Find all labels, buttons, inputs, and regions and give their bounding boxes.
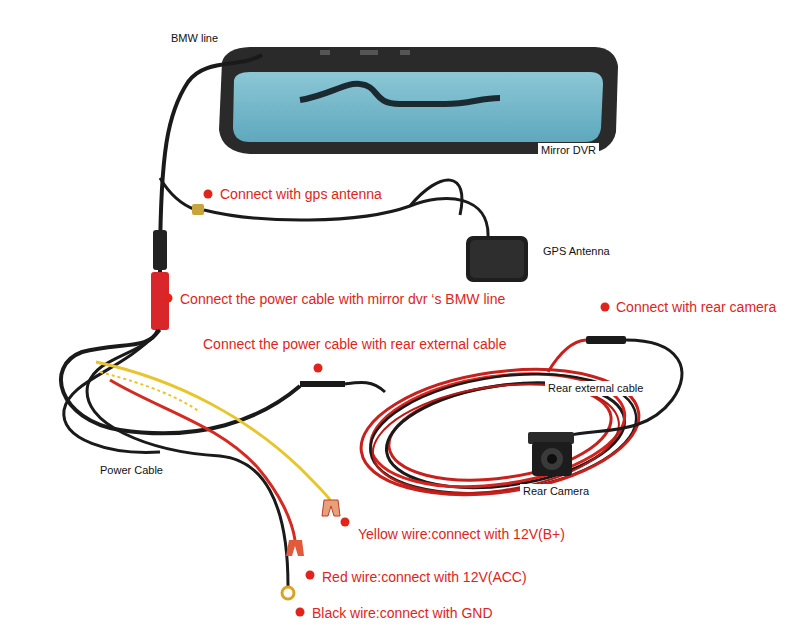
bmw-line-cable xyxy=(160,55,262,272)
part-name: Mirror DVR xyxy=(538,143,599,158)
power-cable-bundle xyxy=(61,330,330,586)
camera-lens xyxy=(541,448,563,470)
callout-dot xyxy=(341,518,350,527)
red-fork-terminal xyxy=(286,540,304,556)
camera-lens-center xyxy=(547,454,557,464)
red-wire xyxy=(110,380,295,540)
rear-camera xyxy=(532,442,572,476)
yellow-wire xyxy=(96,362,330,500)
callout-note: Yellow wire:connect with 12V(B+) xyxy=(356,526,567,542)
callout-dot xyxy=(601,303,610,312)
callout-note: Black wire:connect with GND xyxy=(310,605,495,621)
part-name: Power Cable xyxy=(97,463,166,478)
gps-antenna xyxy=(466,236,528,282)
rear-cable-end xyxy=(345,382,385,392)
callout-note: Red wire:connect with 12V(ACC) xyxy=(320,569,529,585)
callout-note: Connect with gps antenna xyxy=(218,186,384,202)
mirror-button xyxy=(320,50,330,55)
gps-cable-loop xyxy=(410,180,462,215)
yellow-fork-terminal xyxy=(322,500,340,516)
part-name: Rear Camera xyxy=(520,484,592,499)
power-cable-loop xyxy=(64,332,160,452)
rear-cable-end xyxy=(548,340,586,372)
reflected-cable xyxy=(300,84,500,104)
inline-connector xyxy=(300,381,345,387)
camera-connector xyxy=(586,336,626,344)
gps-antenna-top xyxy=(470,240,524,278)
callout-note: Connect the power cable with mirror dvr … xyxy=(178,291,507,307)
mirror-button xyxy=(360,50,378,55)
callout-dot xyxy=(314,364,323,373)
gold-gps-connector xyxy=(192,204,204,215)
gps-branch-cable xyxy=(160,178,196,210)
gps-cable xyxy=(204,199,488,238)
part-name: GPS Antenna xyxy=(540,244,613,259)
part-name: Rear external cable xyxy=(545,381,646,396)
plug xyxy=(153,230,167,270)
black-ring-terminal xyxy=(282,587,294,599)
callout-note: Connect with rear camera xyxy=(614,299,778,315)
mirror-glass xyxy=(233,72,603,142)
mirror-housing xyxy=(219,47,618,154)
mirror-dvr xyxy=(219,47,618,154)
callout-note: Connect the power cable with rear extern… xyxy=(201,336,509,352)
mirror-button xyxy=(400,50,410,55)
callout-dot xyxy=(204,190,213,199)
callout-dot xyxy=(164,294,173,303)
callout-dot xyxy=(296,608,305,617)
callout-dot xyxy=(306,571,315,580)
part-name: BMW line xyxy=(168,31,221,46)
yellow-wire-dotted xyxy=(100,372,200,412)
